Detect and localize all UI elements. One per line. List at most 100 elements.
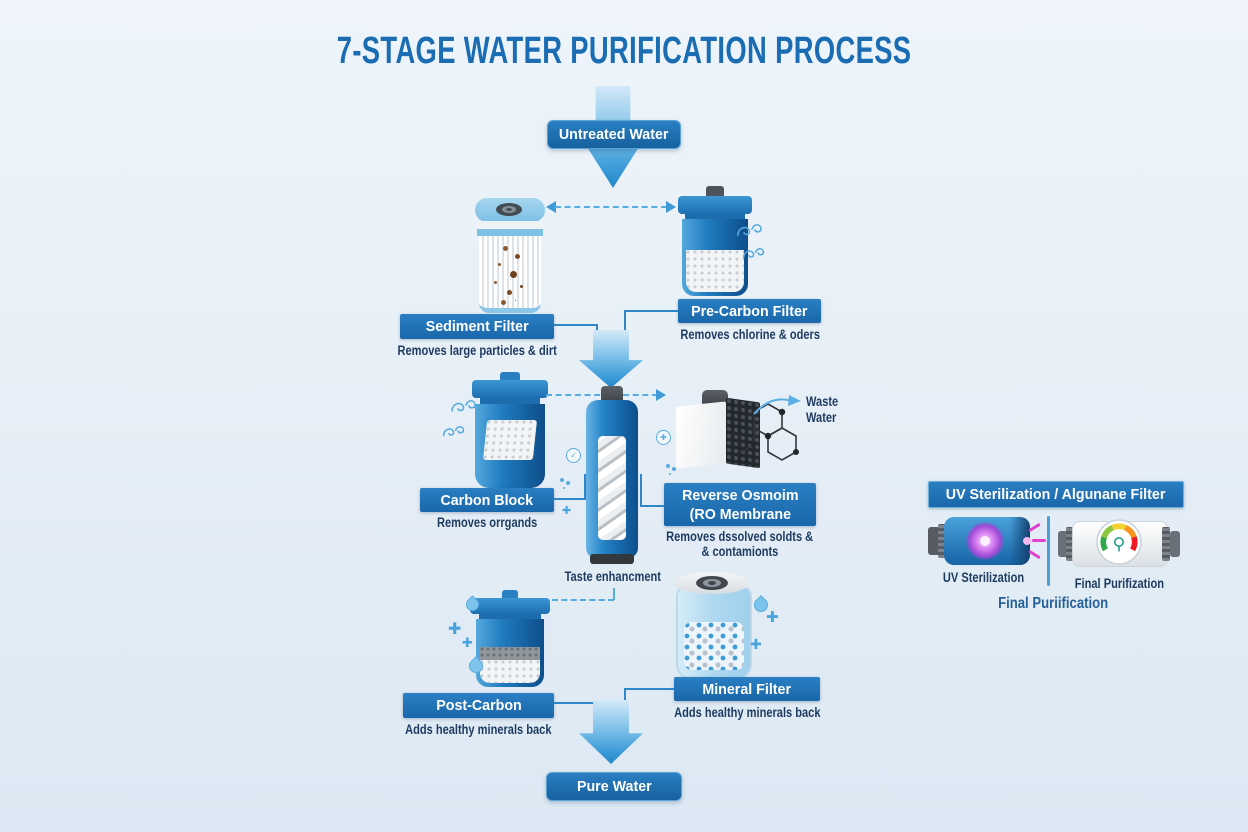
connector-line [554, 702, 598, 704]
carbon-block-label: Carbon Block [420, 488, 554, 512]
connector-line [554, 498, 586, 500]
flow-arrow-bottom [579, 700, 643, 764]
alkaline-left-ridge [1066, 527, 1074, 561]
plus-icon: ✚ [750, 636, 762, 652]
uv-left-ridge [938, 524, 946, 558]
post-carbon-body [476, 619, 544, 687]
post-carbon-caption: Adds healthy minerals back [404, 722, 552, 737]
post-carbon-label: Post-Carbon [403, 693, 554, 718]
pre-carbon-filter-label: Pre-Carbon Filter [678, 299, 821, 323]
sediment-neck [477, 221, 543, 229]
sediment-filter-caption: Removes large particles & dirt [397, 343, 557, 358]
carbon-block-caption: Removes orrgands [436, 515, 538, 530]
alkaline-left-cap [1058, 531, 1068, 557]
pure-water-label: Pure Water [546, 772, 682, 801]
side-panel-header: UV Sterilization / Algunane Filter [928, 481, 1184, 508]
carbon-block-body [475, 404, 545, 488]
alkaline-filter-graphic [1058, 519, 1180, 569]
reverse-osmosis-caption2: & contamionts [701, 544, 779, 559]
ro-cylinder-base [590, 554, 634, 564]
ro-cylinder-graphic [586, 386, 638, 568]
uv-body [944, 517, 1030, 565]
carbon-layer [480, 647, 540, 660]
side-panel: UV Sterilization / Algunane Filter [920, 478, 1188, 618]
check-bubble-icon: ✓ [566, 448, 581, 463]
carbon-block-knob [500, 372, 520, 382]
connector-line [584, 474, 586, 500]
plus-icon: ✚ [462, 635, 473, 650]
panel-divider [1047, 516, 1050, 586]
flow-arrow-mid [579, 330, 643, 388]
molecule-icon [666, 464, 670, 468]
taste-enhancement-note: Taste enhancment [564, 569, 662, 584]
molecule-icon [560, 478, 564, 482]
membrane-front-face [676, 401, 726, 469]
pre-carbon-knob [706, 186, 724, 198]
arrowhead-right-icon [656, 389, 666, 401]
post-carbon-knob [502, 590, 518, 600]
ro-cutaway-window [598, 436, 626, 540]
odor-swirl-icon [451, 400, 476, 412]
mineral-layer [480, 660, 540, 683]
pre-carbon-filter-graphic [678, 186, 765, 298]
connector-line [624, 688, 674, 690]
dirt-specks-icon [503, 246, 508, 251]
final-purifization-caption: Final Purifization [1074, 576, 1164, 591]
uv-body-end-shade [1010, 517, 1030, 565]
arrowhead-left-icon [546, 201, 556, 213]
sediment-pleated-body [479, 236, 541, 313]
connector-line [640, 474, 642, 507]
reverse-osmosis-caption: Removes dssolved soldts & [666, 529, 814, 544]
odor-swirl-icon [737, 224, 762, 236]
connector-line [624, 310, 678, 312]
carbon-media-patch [482, 420, 538, 460]
uv-ray-icon [1032, 539, 1046, 542]
carbon-block-cap [472, 380, 548, 398]
pre-carbon-filter-caption: Removes chlorine & oders [680, 327, 820, 342]
uv-sterilizer-graphic [928, 513, 1046, 569]
alkaline-right-ridge [1162, 527, 1170, 561]
reverse-osmosis-label: Reverse Osmoim (RO Membrane [664, 483, 816, 526]
dashed-line [555, 206, 667, 208]
uv-left-cap [928, 527, 940, 555]
odor-swirl-icon [442, 425, 465, 437]
hexagon-molecule-icon [741, 403, 799, 461]
sediment-filter-graphic [474, 198, 546, 314]
mineral-filter-caption: Adds healthy minerals back [673, 705, 821, 720]
carbon-granules [686, 250, 744, 292]
dashed-line [552, 599, 614, 601]
odor-swirl-icon [742, 247, 765, 259]
carbon-block-neck [480, 398, 540, 404]
dashed-line [613, 588, 615, 600]
post-carbon-neck [479, 614, 541, 619]
uv-ray-dot [1023, 537, 1031, 545]
waste-water-note: Waste Water [806, 394, 839, 425]
spiral-membrane [598, 436, 626, 540]
plus-bubble-icon: ✚ [656, 430, 671, 445]
ph-gauge-icon [1096, 519, 1142, 565]
post-carbon-graphic [470, 590, 550, 692]
uv-sterilization-caption: UV Sterilization [943, 570, 1025, 585]
sediment-cap-dot [506, 208, 512, 211]
uv-ray-icon [1028, 549, 1041, 560]
mineral-cap-dot [708, 581, 716, 585]
mineral-filter-graphic [674, 572, 752, 682]
post-carbon-cap [470, 598, 550, 614]
uv-lamp-core [980, 536, 990, 546]
plus-icon: ✚ [448, 621, 462, 638]
mineral-filter-label: Mineral Filter [674, 677, 820, 701]
plus-icon: ✚ [766, 609, 779, 626]
connector-line [624, 310, 626, 336]
mineral-body [676, 586, 752, 680]
mineral-balls [684, 622, 744, 670]
arrowhead-right-icon [666, 201, 676, 213]
side-panel-footer: Final Puriification [997, 595, 1109, 612]
uv-ray-icon [1028, 522, 1041, 533]
untreated-water-label: Untreated Water [547, 120, 681, 149]
alkaline-right-cap [1170, 531, 1180, 557]
connector-line [554, 324, 598, 326]
pre-carbon-neck [685, 214, 745, 220]
pre-carbon-body [682, 219, 748, 296]
carbon-block-graphic [442, 372, 548, 492]
